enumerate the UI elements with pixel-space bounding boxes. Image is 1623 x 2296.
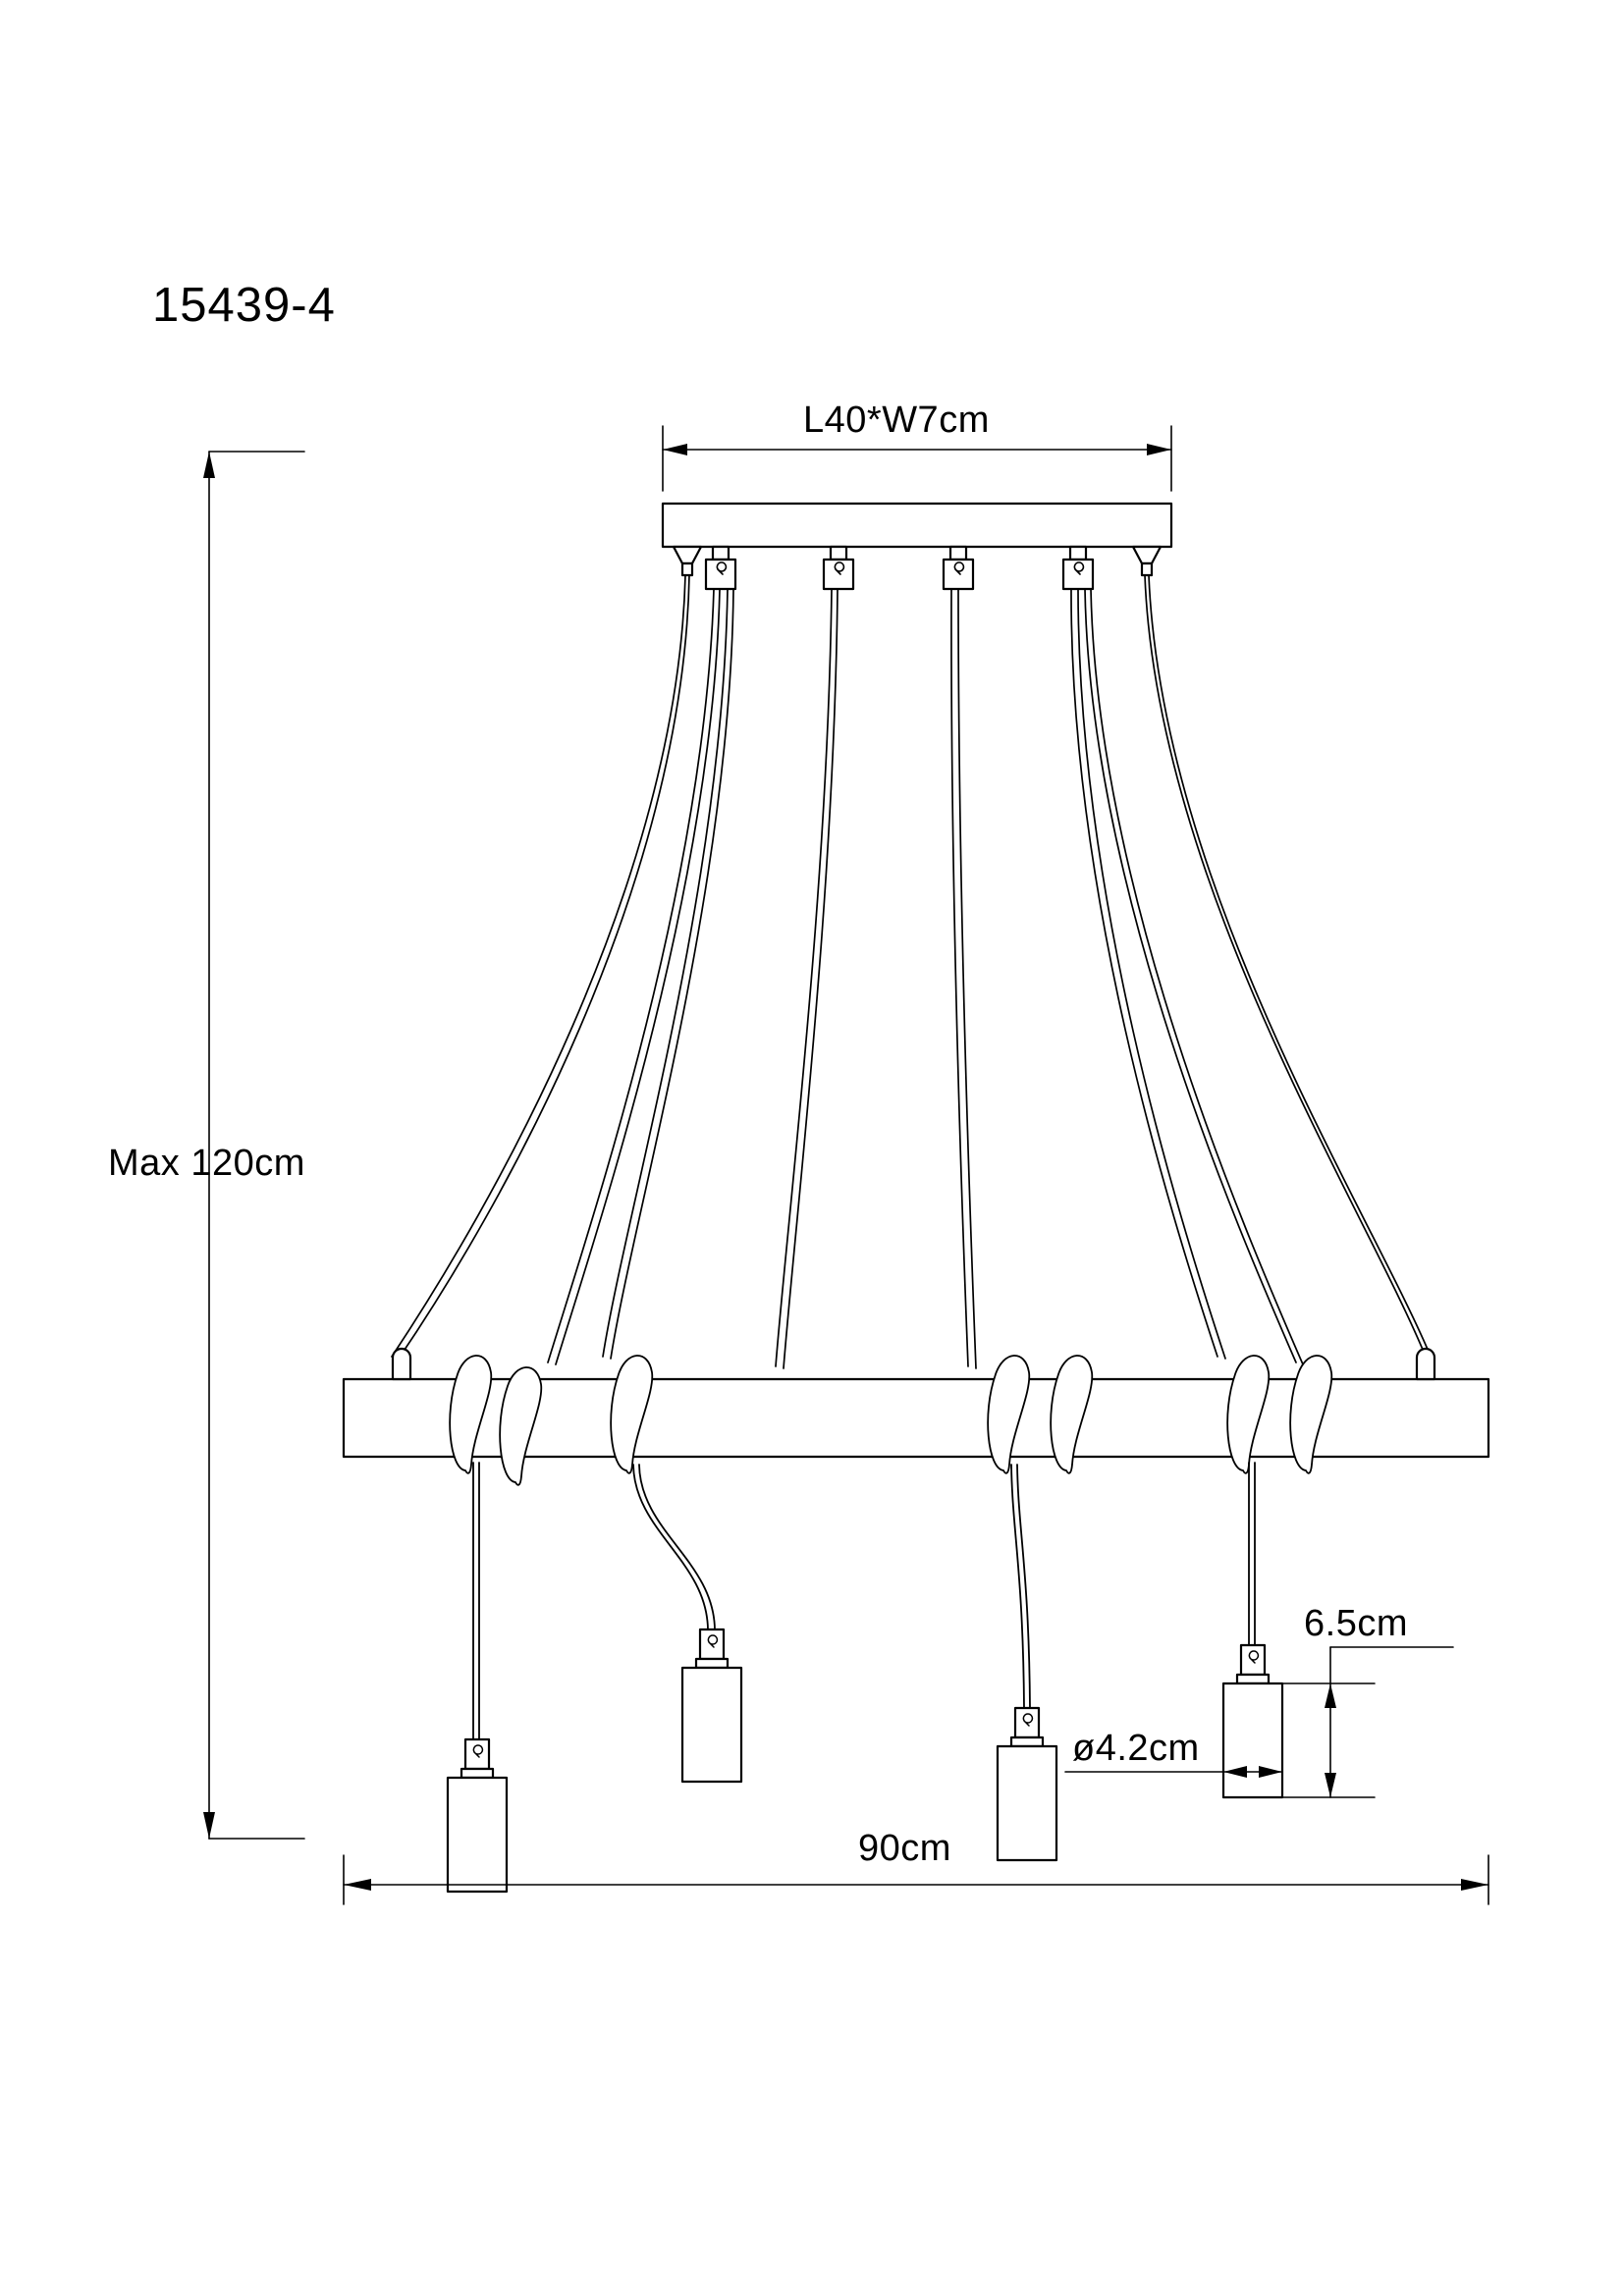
- cable-loop-3a: [987, 1355, 1031, 1474]
- cable-loop-1b: [499, 1366, 543, 1486]
- cable-loop-3b: [1050, 1355, 1094, 1474]
- shade-height-dimension-label: 6.5cm: [1304, 1603, 1408, 1644]
- beam-wire-anchor-right: [1415, 1347, 1436, 1381]
- suspension-cord-left-a: [547, 588, 721, 1365]
- overall-width-dimension-label: 90cm: [858, 1828, 951, 1869]
- canopy-cord-socket-2: [822, 545, 855, 591]
- cable-loop-1a: [449, 1355, 493, 1474]
- ceiling-canopy-plate: [661, 502, 1173, 549]
- lamp-drop-cord-3: [1010, 1464, 1031, 1709]
- max-drop-dimension-label: Max 120cm: [108, 1143, 305, 1184]
- width-dimension: [343, 1854, 1489, 1905]
- shade-diameter-dimension: [1064, 1766, 1283, 1798]
- suspension-wire-outer-left: [391, 574, 690, 1360]
- suspension-cord-mid-right: [950, 588, 977, 1369]
- suspension-cord-left-b: [602, 588, 734, 1360]
- suspension-cord-right-a: [1070, 588, 1226, 1360]
- canopy-dimension-label: L40*W7cm: [803, 400, 990, 441]
- shade-height-dimension: [1281, 1646, 1454, 1798]
- pendant-lamp-3: [996, 1706, 1058, 1862]
- top-dimension-canopy: [662, 425, 1172, 492]
- lamp-drop-cord-2: [632, 1464, 716, 1630]
- cable-loop-2a: [610, 1355, 654, 1474]
- suspension-cord-mid-left: [775, 588, 839, 1369]
- lamp-drop-cord-1: [472, 1462, 480, 1740]
- cable-loop-4b: [1289, 1355, 1333, 1474]
- canopy-cord-socket-1: [704, 545, 737, 591]
- shade-diameter-dimension-label: ø4.2cm: [1072, 1728, 1200, 1769]
- pendant-lamp-1: [446, 1737, 509, 1894]
- beam-wire-anchor-left: [391, 1347, 412, 1381]
- canopy-suspension-cone-left: [672, 545, 703, 577]
- height-dimension: [203, 451, 305, 1840]
- suspension-cord-right-b: [1084, 588, 1304, 1365]
- pendant-lamp-2: [680, 1628, 743, 1784]
- drawing-title: 15439-4: [152, 279, 336, 332]
- canopy-suspension-cone-right: [1131, 545, 1163, 577]
- suspension-wire-outer-right: [1144, 574, 1433, 1360]
- lamp-drop-cord-4: [1248, 1462, 1256, 1646]
- pendant-lamp-4: [1221, 1643, 1284, 1799]
